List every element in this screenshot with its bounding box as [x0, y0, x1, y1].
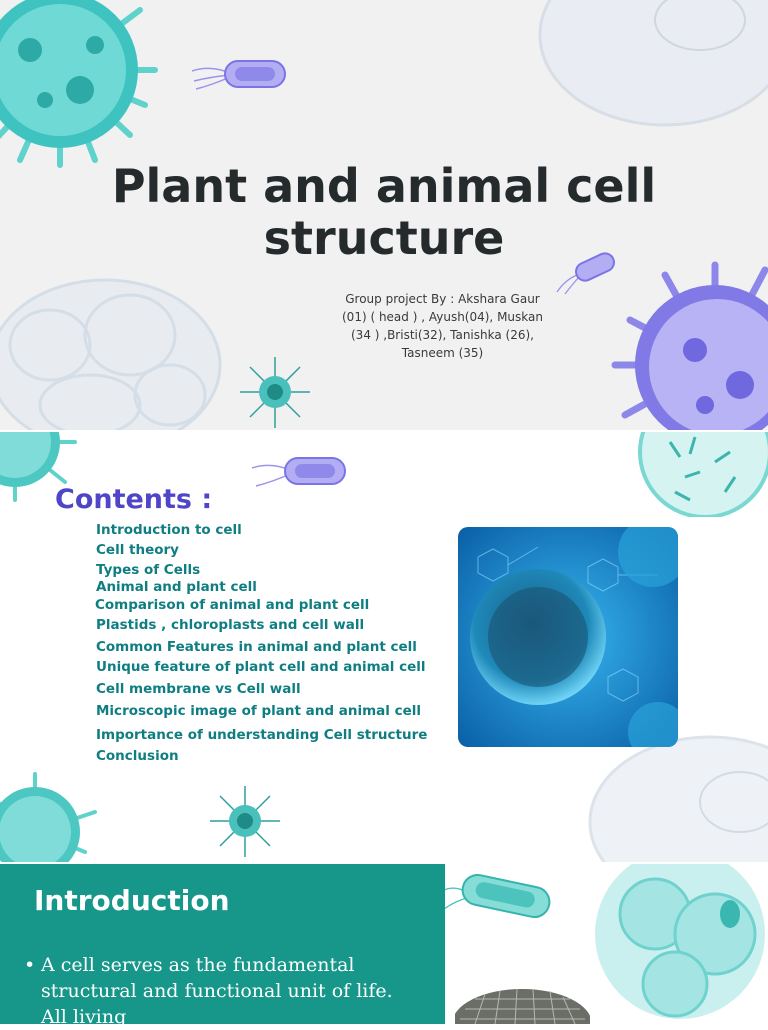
contents-item-microscopic-image: Microscopic image of plant and animal ce…: [96, 703, 421, 719]
bacterium-icon: [251, 457, 346, 487]
cell-photo: [458, 527, 678, 747]
list-item: • A cell serves as the fundamental struc…: [24, 952, 424, 1030]
title-line-2: structure: [263, 211, 505, 265]
contents-item-common-features: Common Features in animal and plant cell: [96, 639, 417, 655]
introduction-panel: [0, 864, 445, 1024]
title-line-1: Plant and animal cell: [111, 159, 657, 213]
bacterium-icon: [191, 60, 286, 90]
microorganism-icon: [210, 786, 280, 857]
project-credits: Group project By : Akshara Gaur (01) ( h…: [335, 290, 550, 362]
cell-icon: [595, 864, 765, 1019]
credits-line-4: Tasneem (35): [401, 346, 484, 360]
introduction-heading: Introduction: [34, 884, 230, 917]
contents-item-introduction: Introduction to cell: [96, 522, 242, 538]
bacterium-icon: [441, 873, 551, 919]
virus-icon: [0, 432, 77, 502]
contents-item-conclusion: Conclusion: [96, 748, 179, 764]
bacterium-icon: [556, 252, 615, 295]
contents-item-comparison: Comparison of animal and plant cell: [95, 597, 370, 613]
contents-item-types: Types of Cells: [96, 562, 201, 578]
contents-item-importance: Importance of understanding Cell structu…: [96, 727, 428, 743]
introduction-bullets: • A cell serves as the fundamental struc…: [24, 952, 424, 1030]
credits-line-1: Group project By : Akshara Gaur: [345, 292, 540, 306]
microorganism-icon: [240, 357, 310, 428]
virus-icon: [611, 261, 768, 430]
credits-line-2: (01) ( head ) , Ayush(04), Muskan: [342, 310, 543, 324]
contents-item-cell-theory: Cell theory: [96, 542, 179, 558]
contents-item-unique-feature: Unique feature of plant cell and animal …: [96, 659, 426, 675]
virus-icon: [0, 772, 97, 862]
cell-illustration: [588, 735, 768, 862]
bullet-marker: •: [24, 954, 36, 976]
contents-item-membrane-wall: Cell membrane vs Cell wall: [96, 681, 301, 697]
cell-icon: [638, 432, 768, 517]
cell-illustration: [538, 0, 768, 127]
virus-icon: [0, 0, 158, 168]
introduction-paragraph: A cell serves as the fundamental structu…: [41, 954, 393, 1028]
title-slide: Plant and animal cell structure Group pr…: [0, 0, 768, 430]
contents-heading: Contents :: [55, 484, 213, 515]
page-title: Plant and animal cell structure: [0, 160, 768, 264]
plant-tissue-image: [455, 988, 590, 1024]
plant-cell-illustration: [0, 278, 222, 430]
contents-item-animal-plant: Animal and plant cell: [96, 579, 257, 595]
credits-line-3: (34 ) ,Bristi(32), Tanishka (26),: [351, 328, 534, 342]
contents-item-plastids: Plastids , chloroplasts and cell wall: [96, 617, 365, 633]
